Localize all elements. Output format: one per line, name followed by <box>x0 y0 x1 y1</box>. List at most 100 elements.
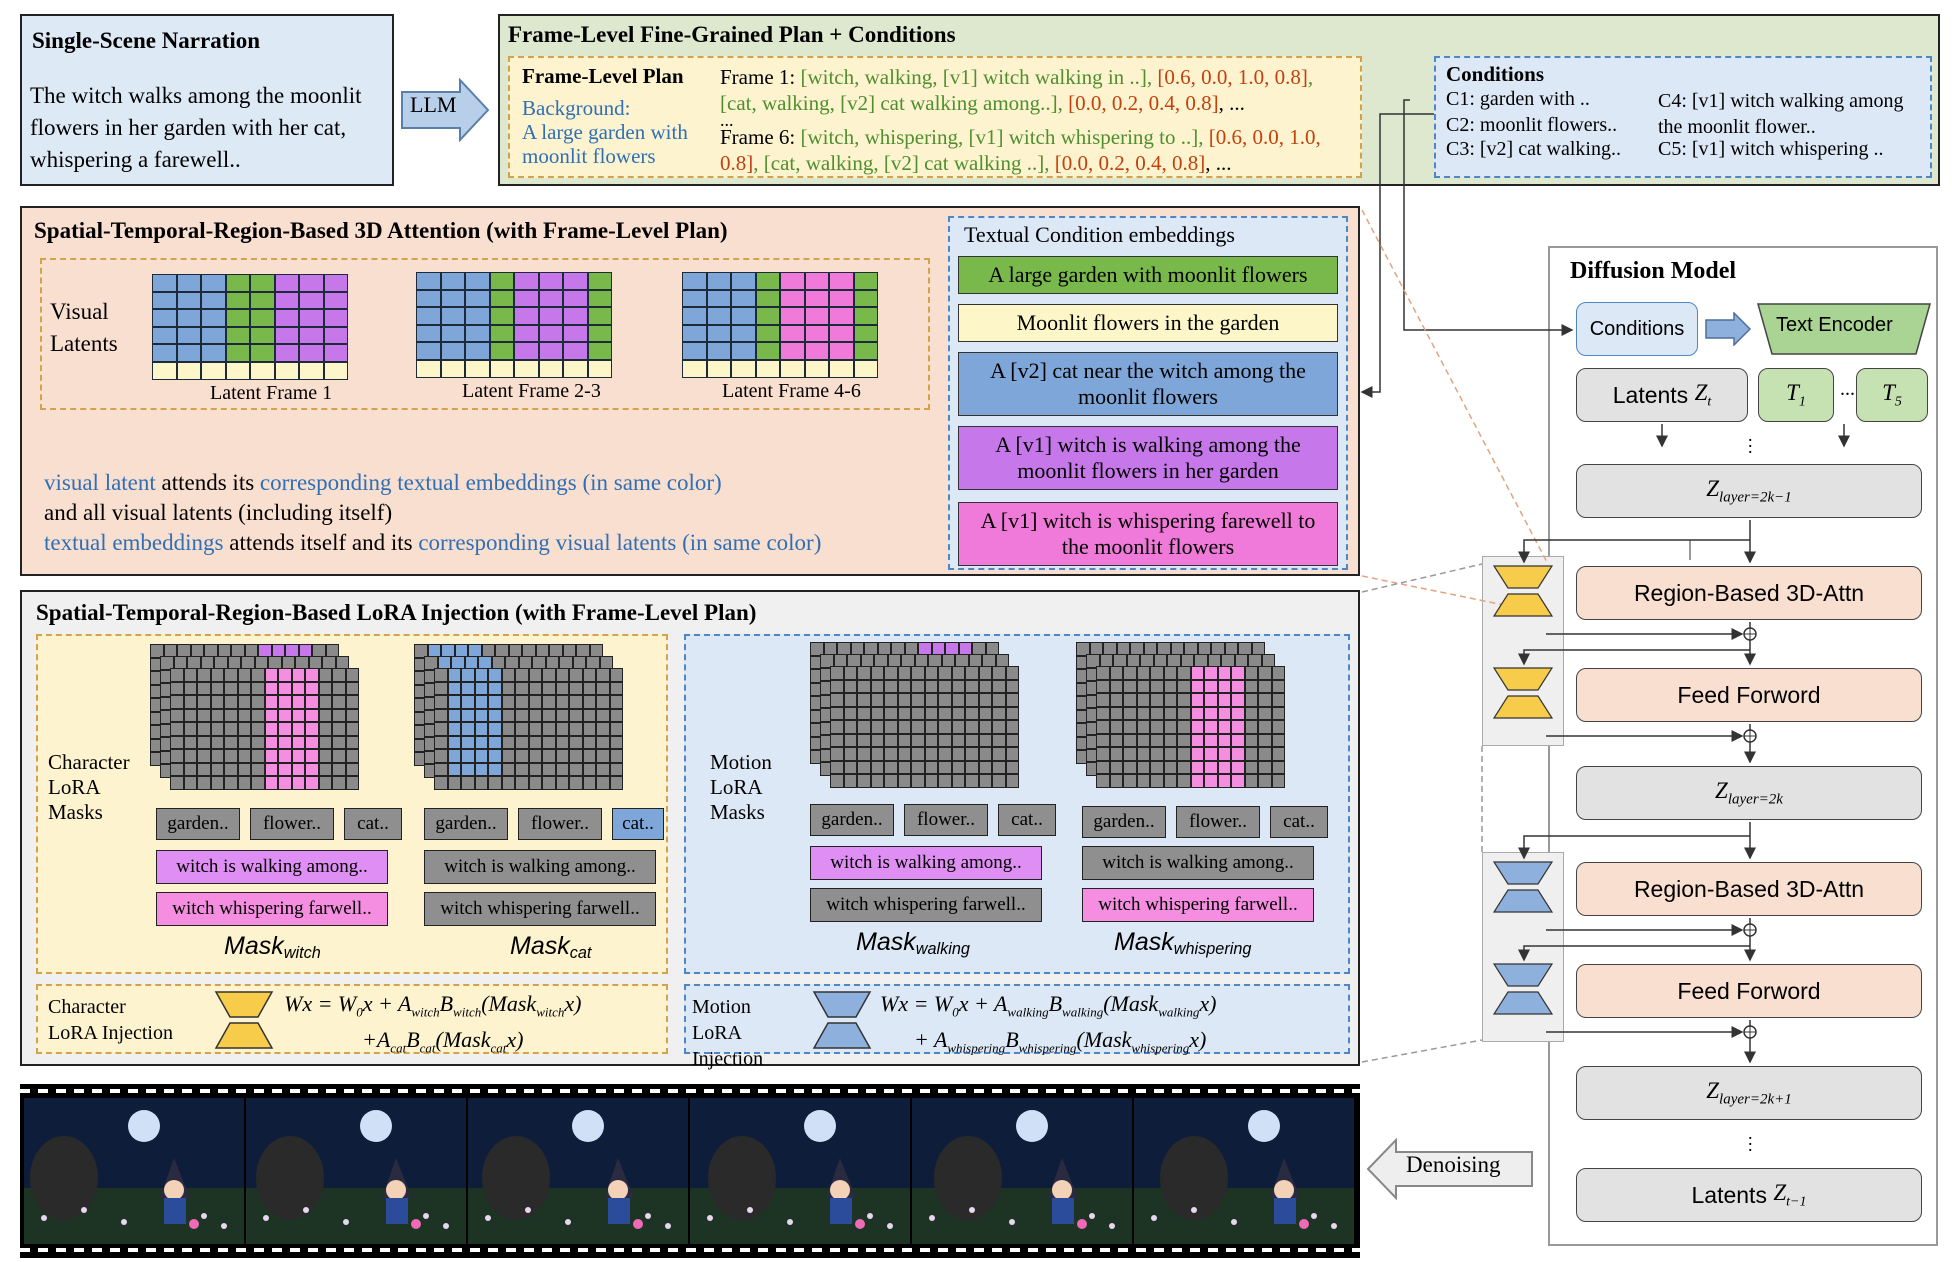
latent-cell <box>323 326 348 344</box>
condition-c1: C1: garden with .. <box>1446 88 1590 110</box>
latent-cell <box>731 342 756 360</box>
latent-cell <box>440 342 465 360</box>
latent-cell <box>274 326 299 344</box>
latent-cell <box>514 307 539 325</box>
latent-cell <box>538 307 563 325</box>
latent-cell <box>780 342 805 360</box>
latent-cell <box>489 289 514 307</box>
frame1-tail: , ... <box>1218 91 1245 115</box>
frame-level-plan-box: Frame-Level Plan Background: A large gar… <box>508 56 1362 178</box>
latent-cell <box>755 289 780 307</box>
latent-cell <box>706 307 731 325</box>
latent-cell <box>563 289 588 307</box>
condition-c2: C2: moonlit flowers.. <box>1446 114 1618 136</box>
latent-cell <box>514 324 539 342</box>
attention-desc-line2: and all visual latents (including itself… <box>44 500 393 525</box>
condition-c4: C4: [v1] witch walking among the moonlit… <box>1658 90 1904 138</box>
desc3-blue1: textual embeddings <box>44 530 224 555</box>
embeddings-title: Textual Condition embeddings <box>964 222 1235 247</box>
latent-cell <box>250 309 275 327</box>
latent-frame-1-label: Latent Frame 1 <box>210 382 333 404</box>
latent-cell <box>755 307 780 325</box>
narration-box: Single-Scene Narration The witch walks a… <box>20 14 394 186</box>
frame1-cat-box: [0.0, 0.2, 0.4, 0.8] <box>1068 91 1219 115</box>
latent-frame-1 <box>152 274 348 380</box>
latent-cell <box>755 272 780 290</box>
latent-cell <box>563 307 588 325</box>
latent-cell <box>682 307 707 325</box>
latent-cell <box>804 342 829 360</box>
mask-cell <box>150 644 164 658</box>
latent-cell <box>755 324 780 342</box>
latent-cell <box>152 361 177 380</box>
latent-cell <box>152 291 177 309</box>
latent-cell <box>465 342 490 360</box>
latent-cell <box>440 307 465 325</box>
latent-cell <box>731 289 756 307</box>
narration-text: The witch walks among the moonlit flower… <box>30 83 362 172</box>
background-label: Background: <box>522 96 631 120</box>
frame6-cat-box: [0.0, 0.2, 0.4, 0.8] <box>1054 151 1206 175</box>
frame6-text: Frame 6: [witch, whispering, [v1] witch … <box>720 124 1350 176</box>
latent-cell <box>250 326 275 344</box>
latent-cell <box>225 309 250 327</box>
latent-cell <box>465 324 490 342</box>
latent-cell <box>274 344 299 362</box>
latent-cell <box>682 289 707 307</box>
latent-cell <box>152 309 177 327</box>
attention-desc-line3: textual embeddings attends itself and it… <box>44 530 821 556</box>
frame6-tail: , ... <box>1205 151 1232 175</box>
latent-cell <box>440 272 465 290</box>
latent-cell <box>201 274 226 292</box>
latent-cell <box>176 326 201 344</box>
latent-cell <box>440 359 465 378</box>
latent-cell <box>299 309 324 327</box>
latent-cell <box>201 344 226 362</box>
plan-box: Frame-Level Fine-Grained Plan + Conditio… <box>498 14 1940 186</box>
latent-cell <box>225 274 250 292</box>
latent-frame-2-3 <box>416 272 612 378</box>
latent-cell <box>225 344 250 362</box>
latent-cell <box>804 359 829 378</box>
visual-latents-area: Visual Latents Latent Frame 1 Latent Fra… <box>40 258 930 410</box>
lora-title: Spatial-Temporal-Region-Based LoRA Injec… <box>36 600 757 625</box>
latent-cell <box>323 361 348 380</box>
latent-frame-4-6-label: Latent Frame 4-6 <box>722 380 861 402</box>
latent-cell <box>829 342 854 360</box>
latent-cell <box>829 307 854 325</box>
latent-cell <box>563 342 588 360</box>
latent-cell <box>225 291 250 309</box>
latent-cell <box>465 289 490 307</box>
conditions-heading: Conditions <box>1446 62 1545 86</box>
character-mask-area: Character LoRA Masks garden.. flower.. c… <box>36 634 668 974</box>
lora-box: Spatial-Temporal-Region-Based LoRA Injec… <box>20 590 1360 1070</box>
embedding-garden: A large garden with moonlit flowers <box>958 256 1338 294</box>
latent-cell <box>853 324 878 342</box>
latent-cell <box>225 361 250 380</box>
llm-arrow <box>401 78 490 142</box>
latent-cell <box>299 274 324 292</box>
latent-cell <box>682 342 707 360</box>
latent-cell <box>250 361 275 380</box>
latent-cell <box>225 326 250 344</box>
latent-cell <box>804 307 829 325</box>
plan-ellipsis: ... <box>720 110 734 130</box>
latent-cell <box>804 272 829 290</box>
latent-cell <box>514 272 539 290</box>
latent-cell <box>514 359 539 378</box>
latent-cell <box>489 307 514 325</box>
latent-cell <box>682 324 707 342</box>
latent-cell <box>587 307 612 325</box>
plan-title: Frame-Level Fine-Grained Plan + Conditio… <box>508 22 956 47</box>
attention-title: Spatial-Temporal-Region-Based 3D Attenti… <box>34 218 728 243</box>
latent-cell <box>440 289 465 307</box>
latent-cell <box>853 289 878 307</box>
latent-cell <box>706 272 731 290</box>
latent-cell <box>829 272 854 290</box>
latent-cell <box>587 324 612 342</box>
latent-cell <box>250 274 275 292</box>
latent-cell <box>416 289 441 307</box>
latent-cell <box>682 359 707 378</box>
latent-cell <box>176 274 201 292</box>
